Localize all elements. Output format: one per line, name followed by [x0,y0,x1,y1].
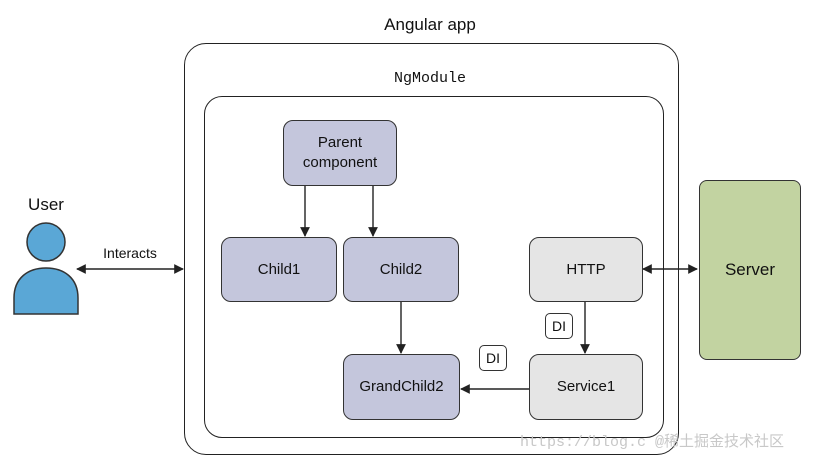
http-label: HTTP [566,260,606,278]
parent-component-label: Parent component [302,134,378,171]
server-label: Server [724,260,776,279]
app-title: Angular app [384,15,476,34]
grandchild2-label: GrandChild2 [359,378,444,395]
child2-node: Child2 [343,237,459,302]
child2-label: Child2 [379,260,423,278]
grandchild2-node: GrandChild2 [343,354,460,420]
ngmodule-title: NgModule [393,69,466,87]
user-icon [13,222,79,315]
interacts-label: Interacts [103,245,157,261]
http-node: HTTP [529,237,643,302]
di-badge-http: DI [545,313,573,339]
user-label: User [28,195,64,214]
child1-label: Child1 [257,260,301,278]
service1-label: Service1 [556,378,616,395]
server-node: Server [699,180,801,360]
watermark-text: https://blog.c @稀土掘金技术社区 [520,434,785,451]
parent-component-node: Parent component [283,120,397,186]
di-badge-service1: DI [479,345,507,371]
angular-app-frame [184,43,679,455]
service1-node: Service1 [529,354,643,420]
child1-node: Child1 [221,237,337,302]
